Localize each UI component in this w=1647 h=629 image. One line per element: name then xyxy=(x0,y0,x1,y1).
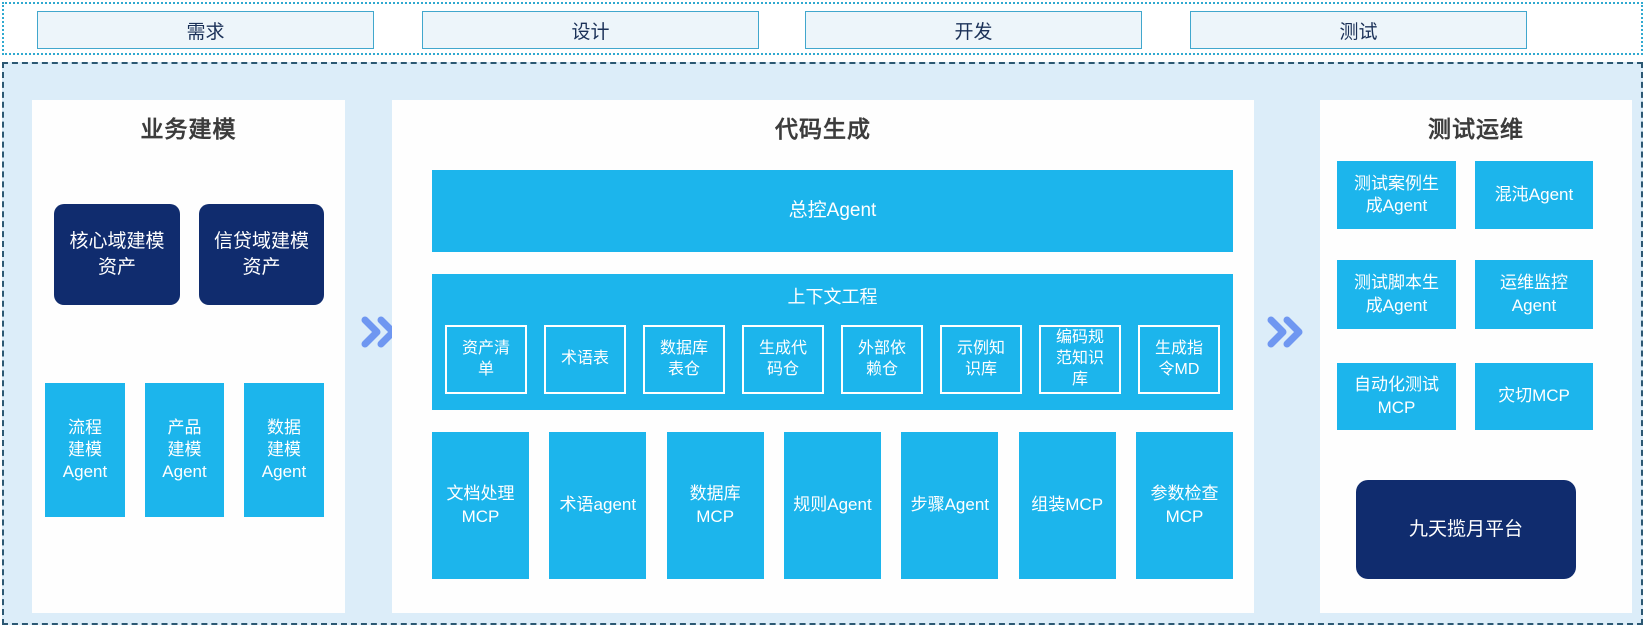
testops-box-disaster-switch-mcp: 灾切MCP xyxy=(1475,363,1593,430)
panel-title-code-generation: 代码生成 xyxy=(775,116,871,142)
tool-box-glossary-agent: 术语agent xyxy=(549,432,647,579)
context-item-generation-instructions-md: 生成指 令MD xyxy=(1138,325,1220,394)
tool-box-rules-agent: 规则Agent xyxy=(783,432,881,579)
double-chevron-icon xyxy=(1267,316,1303,348)
panel-code-generation: 代码生成 总控Agent 上下文工程 资产清 单 术语表 数据库 表仓 生成代 … xyxy=(392,100,1254,613)
context-item-external-deps-repo: 外部依 赖仓 xyxy=(841,325,923,394)
context-items-row: 资产清 单 术语表 数据库 表仓 生成代 码仓 外部依 赖仓 示例知 识库 编码… xyxy=(445,325,1220,394)
agent-box-process-modeling: 流程 建模 Agent xyxy=(45,383,125,517)
testops-box-test-script-gen-agent: 测试脚本生 成Agent xyxy=(1337,260,1456,329)
context-item-example-kb: 示例知 识库 xyxy=(940,325,1022,394)
master-agent-bar: 总控Agent xyxy=(432,170,1233,252)
phase-box-development: 开发 xyxy=(805,11,1142,49)
phase-box-design: 设计 xyxy=(422,11,759,49)
phase-box-requirements: 需求 xyxy=(37,11,374,49)
tools-row: 文档处理 MCP 术语agent 数据库 MCP 规则Agent 步骤Agent… xyxy=(432,432,1233,579)
testops-box-automated-test-mcp: 自动化测试 MCP xyxy=(1337,363,1456,430)
agent-box-data-modeling: 数据 建模 Agent xyxy=(244,383,324,517)
context-item-asset-list: 资产清 单 xyxy=(445,325,527,394)
phase-box-testing: 测试 xyxy=(1190,11,1527,49)
asset-box-credit-domain: 信贷域建模 资产 xyxy=(199,204,324,305)
main-container: 业务建模 核心域建模 资产 信贷域建模 资产 流程 建模 Agent 产品 建模… xyxy=(2,62,1643,625)
context-item-generated-code-repo: 生成代 码仓 xyxy=(742,325,824,394)
testops-box-chaos-agent: 混沌Agent xyxy=(1475,161,1593,229)
asset-box-core-domain: 核心域建模 资产 xyxy=(54,204,180,305)
testops-box-test-case-gen-agent: 测试案例生 成Agent xyxy=(1337,161,1456,229)
agent-box-product-modeling: 产品 建模 Agent xyxy=(145,383,224,517)
context-item-coding-standards-kb: 编码规 范知识 库 xyxy=(1039,325,1121,394)
tool-box-database-mcp: 数据库 MCP xyxy=(666,432,764,579)
context-item-glossary: 术语表 xyxy=(544,325,626,394)
platform-box-jiutian: 九天揽月平台 xyxy=(1356,480,1576,579)
phase-strip: 需求 设计 开发 测试 xyxy=(2,2,1643,55)
tool-box-param-check-mcp: 参数检查 MCP xyxy=(1135,432,1233,579)
panel-business-modeling: 业务建模 核心域建模 资产 信贷域建模 资产 流程 建模 Agent 产品 建模… xyxy=(32,100,345,613)
context-engineering-title: 上下文工程 xyxy=(787,287,878,307)
tool-box-assembly-mcp: 组装MCP xyxy=(1018,432,1116,579)
panel-title-business-modeling: 业务建模 xyxy=(140,116,237,142)
context-item-db-table-repo: 数据库 表仓 xyxy=(643,325,725,394)
tool-box-steps-agent: 步骤Agent xyxy=(901,432,999,579)
context-engineering-section: 上下文工程 资产清 单 术语表 数据库 表仓 生成代 码仓 外部依 赖仓 示例知… xyxy=(432,274,1233,410)
tool-box-doc-processing-mcp: 文档处理 MCP xyxy=(432,432,529,579)
testops-box-ops-monitoring-agent: 运维监控 Agent xyxy=(1475,260,1593,329)
panel-test-ops: 测试运维 测试案例生 成Agent 混沌Agent 测试脚本生 成Agent 运… xyxy=(1320,100,1632,613)
panel-title-test-ops: 测试运维 xyxy=(1428,116,1524,142)
